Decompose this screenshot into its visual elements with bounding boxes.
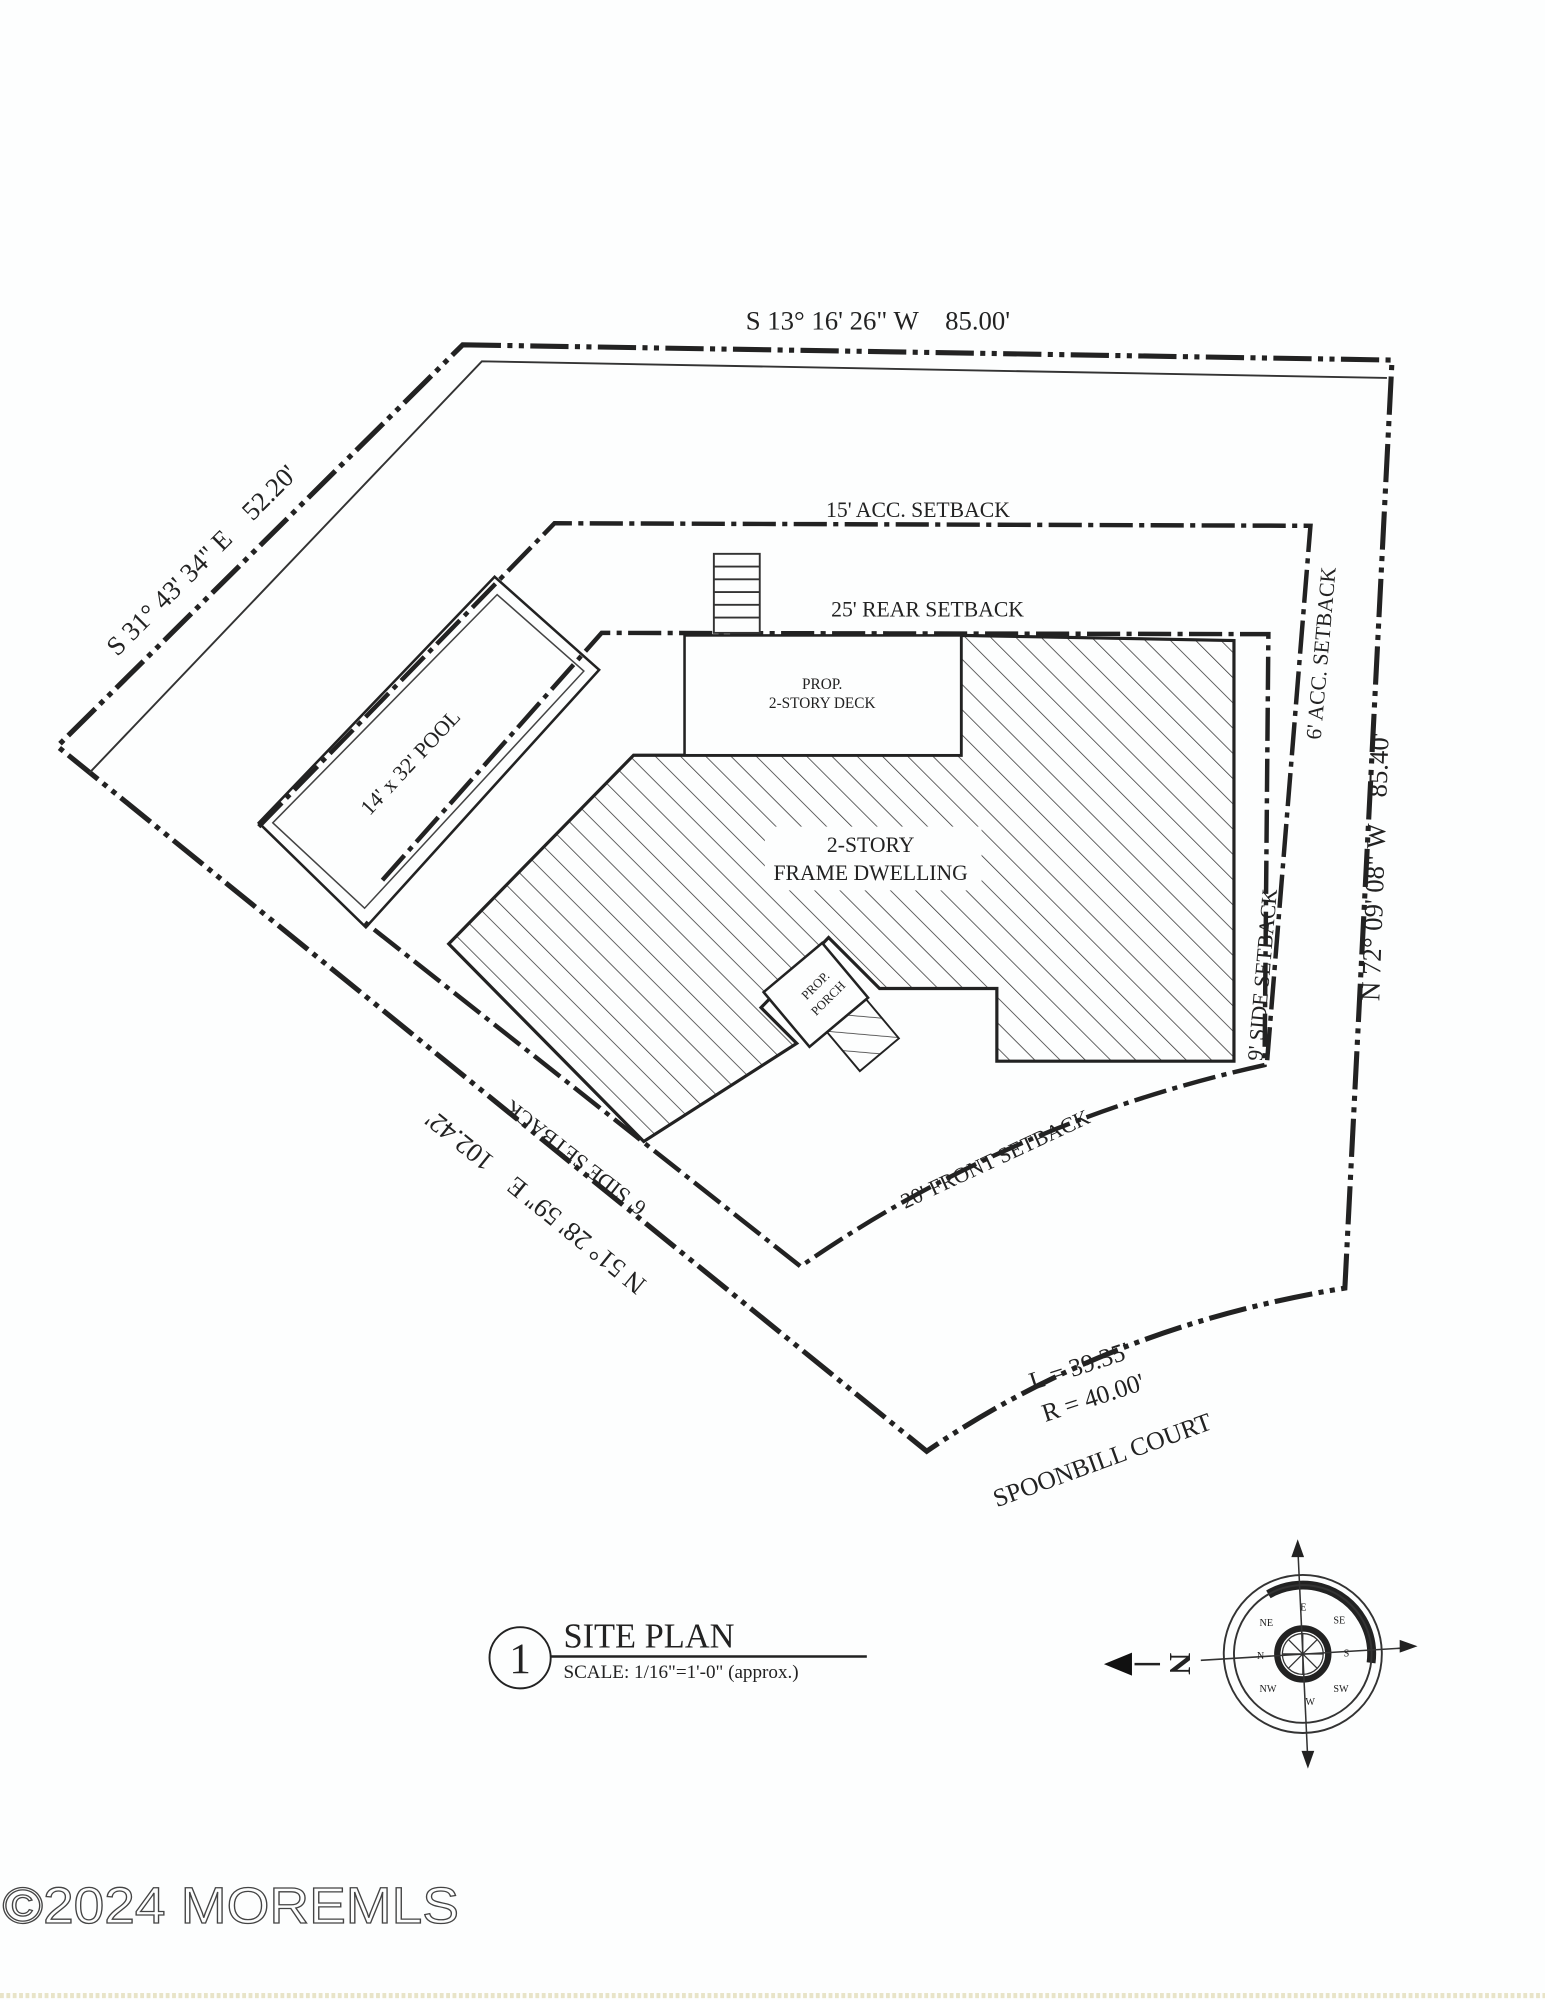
dwelling-label-line1: 2-STORY	[827, 833, 915, 857]
compass-point-sw: SW	[1333, 1684, 1349, 1695]
deck-label-line1: PROP.	[802, 676, 842, 693]
acc-setback-line	[257, 521, 1313, 1062]
dwelling-label-bg	[764, 826, 982, 891]
bearing-upper-left: S 31° 43' 34" E 52.20'	[100, 459, 303, 662]
compass-icon: N NE E SE S SW W NW	[1200, 1539, 1418, 1769]
compass-point-e: E	[1300, 1603, 1306, 1614]
north-label: N	[1163, 1653, 1197, 1675]
acc-side-setback-label: 6' ACC. SETBACK	[1302, 566, 1341, 741]
street-name: SPOONBILL COURT	[989, 1407, 1216, 1513]
compass-point-ne: NE	[1259, 1618, 1273, 1629]
bearing-top: S 13° 16' 26" W 85.00'	[746, 305, 1010, 335]
compass-point-se: SE	[1333, 1615, 1345, 1626]
rear-setback-line	[361, 630, 1271, 1270]
dwelling-label-line2: FRAME DWELLING	[774, 861, 968, 885]
compass-point-n: N	[1257, 1651, 1265, 1662]
watermark: ©2024 MOREMLS	[3, 1877, 459, 1934]
rear-setback-label: 25' REAR SETBACK	[831, 597, 1024, 621]
porch	[761, 941, 901, 1073]
property-boundary	[53, 342, 1395, 1455]
north-arrow-icon: N	[1103, 1652, 1197, 1676]
compass-point-s: S	[1344, 1648, 1350, 1659]
boundary-inner-line	[88, 360, 1387, 774]
deck-stairs	[712, 552, 761, 634]
compass-point-nw: NW	[1259, 1684, 1276, 1695]
title-text: SITE PLAN	[563, 1618, 734, 1656]
side-setback-right-label: 9' SIDE SETBACK	[1243, 887, 1282, 1061]
scale-text: SCALE: 1/16"=1'-0" (approx.)	[563, 1662, 798, 1683]
pool	[256, 575, 601, 930]
deck	[683, 634, 963, 757]
acc-rear-setback-label: 15' ACC. SETBACK	[826, 498, 1010, 522]
title-number: 1	[509, 1635, 531, 1683]
compass-point-w: W	[1305, 1697, 1315, 1708]
front-setback-label: 20' FRONT SETBACK	[897, 1105, 1094, 1214]
bearing-right: N 72° 09' 08" W 85.40'	[1355, 732, 1394, 1002]
deck-label-line2: 2-STORY DECK	[769, 695, 876, 712]
